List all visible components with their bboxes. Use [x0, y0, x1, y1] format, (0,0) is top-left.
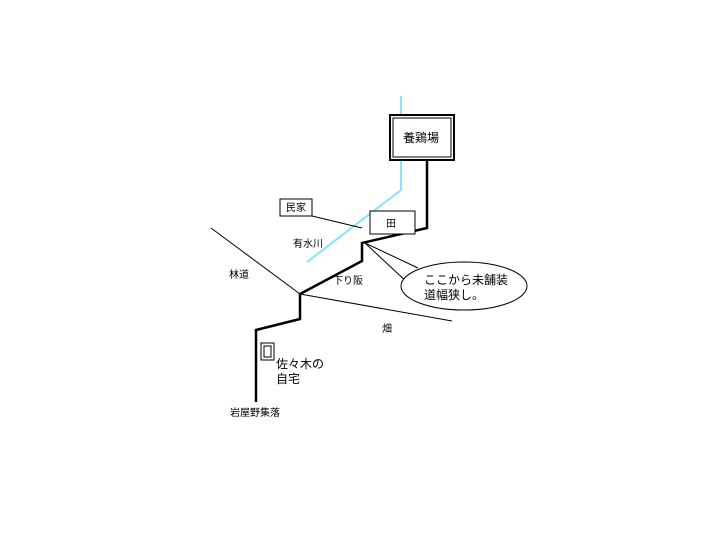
house-label: 民家 — [286, 201, 306, 214]
iwaya-village-label: 岩屋野集落 — [230, 406, 280, 419]
callout-text-line2: 道幅狭し。 — [424, 287, 484, 302]
sasaki-house-icon — [260, 342, 275, 361]
field-boundary-line — [299, 293, 453, 322]
callout-text-line1: ここから未舗装 — [424, 273, 508, 287]
chicken-farm-box: 養鶏場 — [389, 114, 455, 161]
field-label: 畑 — [382, 322, 392, 335]
callout-bubble: ここから未舗装 道幅狭し。 — [400, 261, 528, 311]
house-box: 民家 — [279, 198, 313, 217]
callout-pointer-upper — [364, 242, 419, 269]
callout-pointer-lower — [364, 242, 409, 284]
sasaki-house-label-line1: 佐々木の — [276, 357, 324, 371]
sasaki-house-label-line2: 自宅 — [276, 371, 300, 386]
rice-field-label: 田 — [386, 219, 396, 230]
downhill-label: 下り阪 — [333, 274, 363, 287]
chicken-farm-label: 養鶏場 — [403, 130, 439, 145]
forest-road-label: 林道 — [229, 268, 249, 281]
rice-field-box: 田 — [369, 210, 416, 235]
river-label: 有水川 — [293, 237, 323, 250]
house-connector-line — [311, 215, 363, 229]
forest-road-line — [210, 227, 301, 295]
main-route-line — [254, 159, 429, 402]
